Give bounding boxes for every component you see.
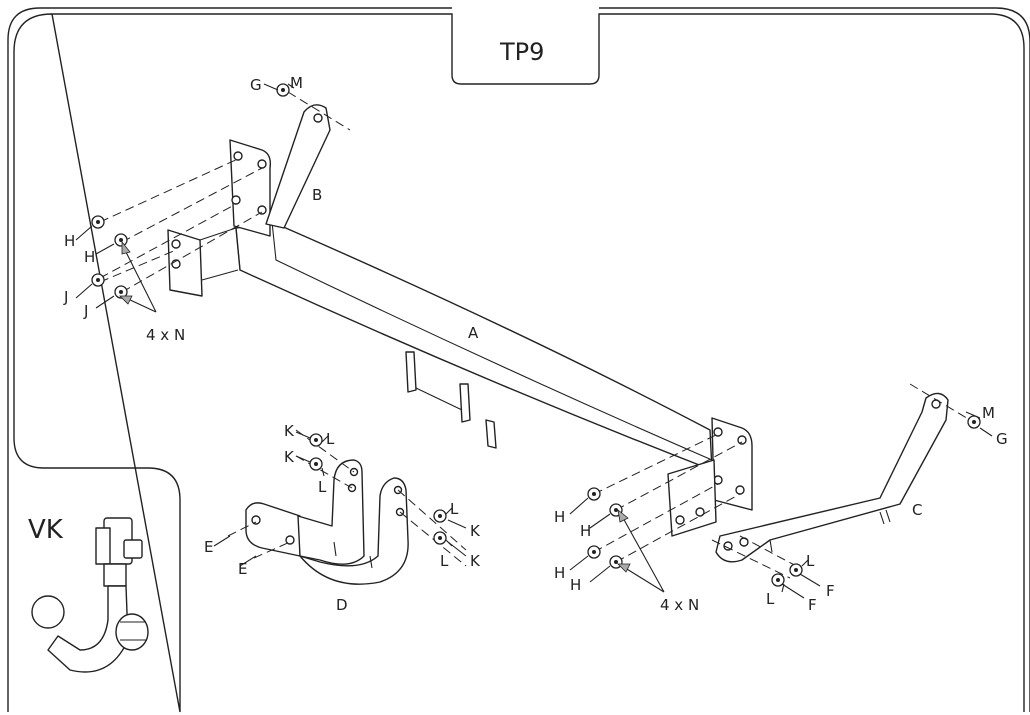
washer-h3 [587, 487, 601, 501]
part-label-j2: J [83, 302, 88, 320]
callout-arrows-left [119, 240, 157, 313]
part-label-l4: L [440, 552, 449, 570]
part-label-m-right: M [982, 404, 995, 422]
part-label-c: C [912, 501, 922, 519]
washer-j2 [114, 285, 128, 299]
part-label-l2: L [318, 478, 327, 496]
washer-k2 [309, 457, 323, 471]
callout-arrows-right [617, 509, 665, 593]
outer-frame [13, 13, 1025, 713]
callout-4xn-left: 4 x N [146, 326, 185, 344]
part-label-h4: H [580, 522, 591, 540]
washer-l-d1 [433, 509, 447, 523]
part-label-f2: F [808, 596, 817, 614]
washer-h2 [114, 233, 128, 247]
part-label-h1: H [64, 232, 75, 250]
detachable-tow-ball-icon [31, 517, 149, 673]
leader-lines [75, 83, 993, 599]
washer-l-c1 [789, 563, 803, 577]
washer-m-right [967, 415, 981, 429]
part-label-h5: H [554, 564, 565, 582]
page-title: TP9 [499, 38, 544, 66]
side-arm-c [715, 392, 949, 563]
part-label-h2: H [84, 248, 95, 266]
part-label-g-right: G [996, 430, 1008, 448]
part-label-j1: J [63, 288, 68, 306]
part-label-k3: K [470, 522, 481, 540]
washer-h5 [587, 545, 601, 559]
washer-l-d2 [433, 531, 447, 545]
part-label-d: D [336, 596, 348, 614]
part-label-k1: K [284, 422, 295, 440]
part-label-b: B [312, 186, 322, 204]
washer-m-left [276, 83, 290, 97]
part-label-k4: K [470, 552, 481, 570]
cross-beam-a [235, 221, 713, 471]
assembly-lines [99, 91, 971, 579]
left-mounting-bracket [167, 139, 272, 297]
inset-label-vk: VK [28, 515, 64, 545]
part-label-l5: L [806, 552, 815, 570]
lower-bracket-d [245, 459, 409, 585]
part-label-m-left: M [290, 74, 303, 92]
part-label-a: A [468, 324, 479, 342]
part-label-h3: H [554, 508, 565, 526]
washer-k1 [309, 433, 323, 447]
part-label-e1: E [204, 538, 213, 556]
part-label-f1: F [826, 582, 835, 600]
washer-l-c2 [771, 573, 785, 587]
right-mounting-bracket [667, 417, 753, 537]
part-label-l3: L [450, 500, 459, 518]
part-label-h6: H [570, 576, 581, 594]
part-label-k2: K [284, 448, 295, 466]
callout-4xn-right: 4 x N [660, 596, 699, 614]
washer-j1 [91, 273, 105, 287]
part-label-g-left: G [250, 76, 262, 94]
part-label-e2: E [238, 560, 247, 578]
washers [91, 83, 981, 587]
side-arm-b [265, 104, 331, 229]
part-label-l6: L [766, 590, 775, 608]
washer-h1 [91, 215, 105, 229]
part-label-l1: L [326, 430, 335, 448]
